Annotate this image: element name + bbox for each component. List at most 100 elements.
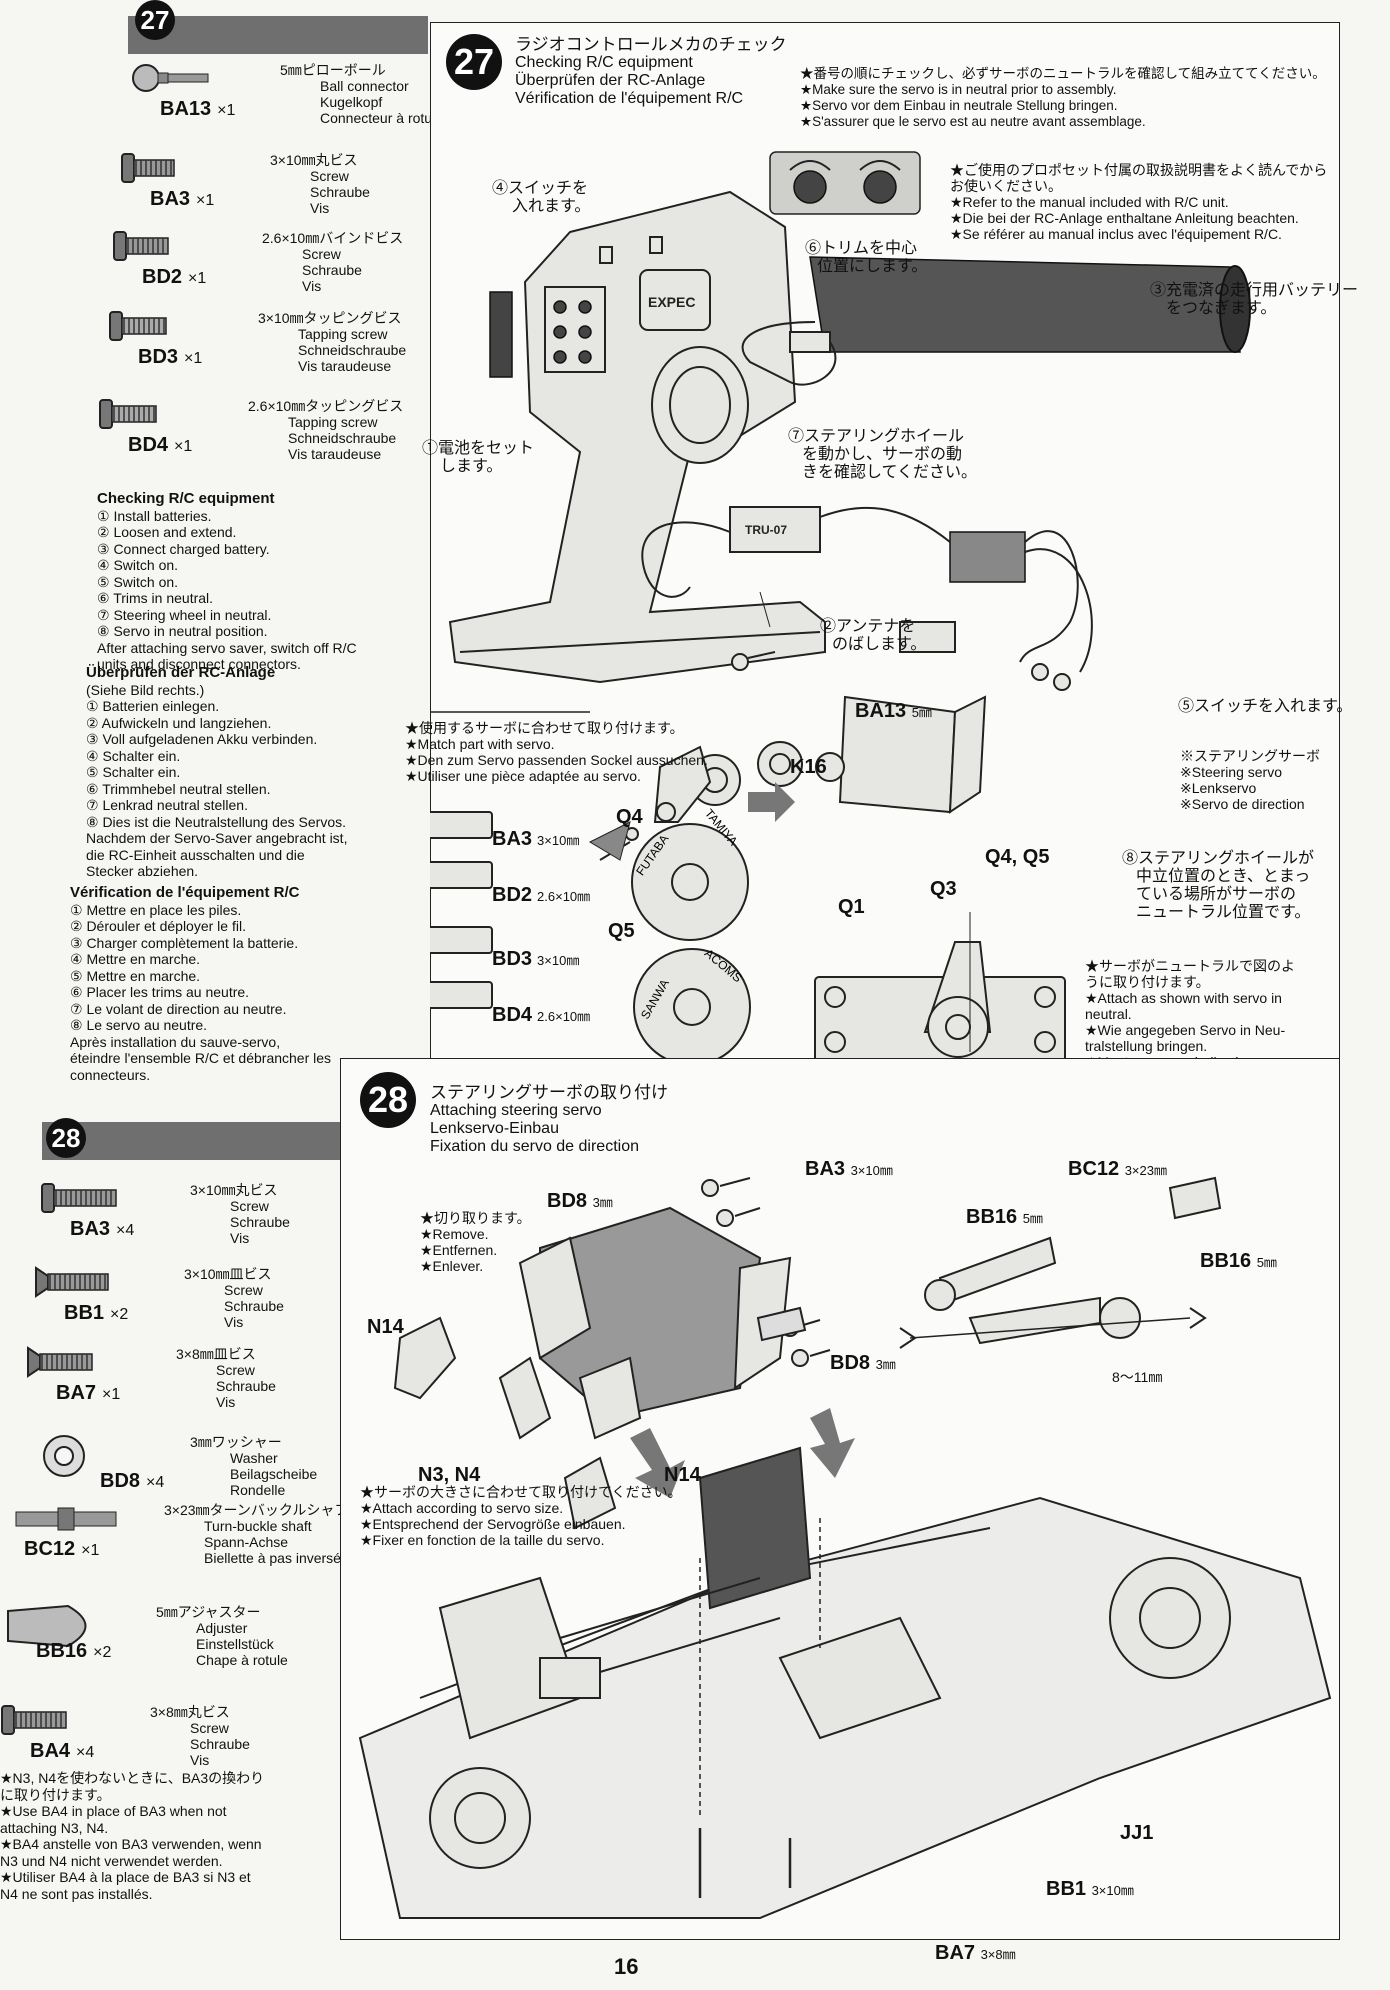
text-line: ⑧ Servo in neutral position. [97,623,268,639]
battery-drawing [741,256,1251,386]
ba3-label-28: BA3 3×10㎜ [805,1158,893,1180]
step27-title: ラジオコントロールメカのチェック Checking R/C equipment … [515,36,787,108]
text-line: connecteurs. [70,1066,151,1083]
text-line: ① Mettre en place les piles. [70,901,242,918]
text-line: ★Utiliser une pièce adaptée au servo. [405,768,641,784]
length-label: 8～11㎜ [1112,1369,1163,1385]
callout-5: ⑤スイッチを入れます。 [1178,698,1353,715]
parts-header-28 [42,1122,340,1160]
text-line: ★Den zum Servo passenden Sockel aussuche… [405,752,708,768]
turnbuckle-drawing [756,1176,1222,1349]
text-line: (Siehe Bild rechts.) [86,681,205,698]
text-line: お使いください。 [950,178,1062,194]
ba4-part-icon [1,1705,67,1735]
part-code: BA4×4 [30,1740,95,1762]
step28-illustration [358,1176,1332,1919]
text-line: Stecker abziehen. [86,863,199,879]
bb16-part-icon [7,1604,87,1648]
arrow-down-2 [810,1408,855,1478]
servo-label: ※ステアリングサーボ※Steering servo※Lenkservo※Serv… [1180,748,1320,812]
checking-de: Überprüfen der RC-Anlage (Siehe Bild rec… [86,664,347,880]
checking-de-lines: (Siehe Bild rechts.)① Batterien einlegen… [86,682,347,880]
n14-label-2: N14 [664,1464,701,1486]
bd4-part-icon [99,399,157,429]
text-line: ★Use BA4 in place of BA3 when not [0,1803,227,1819]
step27-title-de: Überprüfen der RC-Anlage [515,72,706,89]
part-code: BD8×4 [100,1470,165,1492]
bb1-part-icon [35,1266,109,1298]
step-badge-28-left: 28 [46,1118,86,1158]
text-line: ⑧ Le servo au neutre. [70,1017,208,1033]
servo-drawing [588,651,987,861]
part-code: BB1×2 [64,1302,129,1324]
checking-de-title: Überprüfen der RC-Anlage [86,664,276,681]
text-line: attaching N3, N4. [0,1819,109,1836]
bc12-label: BC12 3×23㎜ [1068,1158,1167,1180]
bd8-label-2: BD8 3㎜ [830,1352,896,1374]
text-line: に取り付けます。 [0,1786,111,1803]
text-line: ⑤ Mettre en marche. [70,967,201,984]
q4-label: Q4 [616,806,643,828]
ba13-label: BA13 5㎜ [855,700,932,722]
servo-part-bd4: BD4 [492,1004,533,1026]
n34-label: N3, N4 [418,1464,481,1486]
text-line: ⑤ Switch on. [97,573,179,590]
text-line: ⑤ Schalter ein. [86,764,181,780]
text-line: Après installation du sauve-servo, [70,1033,281,1050]
text-line: die RC-Einheit ausschalten und die [86,846,305,863]
arrow-down-1 [630,1428,685,1498]
step27-title-fr: Vérification de l'équipement R/C [515,90,744,107]
jj1-label: JJ1 [1120,1822,1154,1844]
page-number: 16 [614,1954,639,1979]
step27-illustration: EXPEC TRU-07 [430,151,1251,1068]
text-line: ⑥ Trims in neutral. [97,590,214,606]
receiver-label: TRU-07 [745,523,787,537]
servo-match-note: ★使用するサーボに合わせて取り付けます。★Match part with ser… [405,720,708,784]
k16-label: K16 [790,756,827,778]
checking-en-lines: ① Install batteries.② Loosen and extend.… [97,508,357,673]
step27-badge: 27 [446,34,502,90]
text-line: ⑧ Dies ist die Neutralstellung des Servo… [86,813,346,830]
callout-6: ⑥トリムを中心位置にします。 [805,240,928,275]
ba3-part-icon [41,1183,117,1213]
text-line: ★N3, N4を使わないときに、BA3の換わり [0,1770,265,1786]
text-line: ★BA4 anstelle von BA3 verwenden, wenn [0,1836,262,1852]
text-line: Nachdem der Servo-Saver angebracht ist, [86,830,348,846]
bb16-label-1: BB16 5㎜ [966,1206,1043,1228]
text-line: ★Match part with servo. [405,736,555,752]
text-line: ④ Schalter ein. [86,747,181,764]
checking-fr-lines: ① Mettre en place les piles.② Dérouler e… [70,902,331,1084]
servo-parts-labels: BA3 3×10㎜ BD2 2.6×10㎜ BD3 3×10㎜ BD4 2.6×… [492,828,591,1026]
text-line: ★Entsprechend der Servogröße einbauen. [360,1516,626,1532]
text-line: ★S'assurer que le servo est au neutre av… [800,114,1146,129]
step28-title-de: Lenkservo-Einbau [430,1120,559,1137]
transmitter-brand: EXPEC [648,294,695,310]
q5-label: Q5 [608,920,635,942]
servo-part-ba3: BA3 [492,828,533,850]
step27-title-jp: ラジオコントロールメカのチェック [515,35,787,54]
size-note: ★サーボの大きさに合わせて取り付けてください。★Attach according… [360,1484,682,1548]
text-line: éteindre l'ensemble R/C et débrancher le… [70,1050,332,1066]
text-line: ⑥ Trimmhebel neutral stellen. [86,780,271,797]
servo-part-bd3: BD3 [492,948,533,970]
text-line: ★Refer to the manual included with R/C u… [950,194,1229,210]
text-line: ★Make sure the servo is in neutral prior… [800,82,1117,97]
receiver-drawing: TRU-07 [641,506,1093,691]
text-line: ★ご使用のプロポセット付属の取扱説明書をよく読んでから [950,162,1328,178]
arrow-right [748,782,795,822]
text-line: N4 ne sont pas installés. [0,1885,153,1902]
bd8-part-icon [43,1435,85,1477]
step27-note-manual: ★ご使用のプロポセット付属の取扱説明書をよく読んでからお使いください。★Refe… [950,162,1327,242]
text-line: ★Die bei der RC-Anlage enthaltane Anleit… [950,210,1299,226]
